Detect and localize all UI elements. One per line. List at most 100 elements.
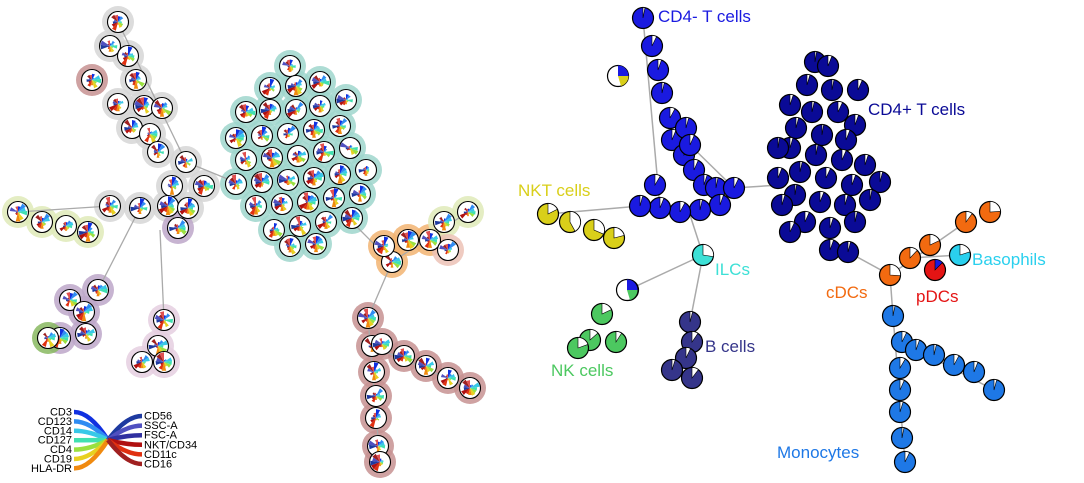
population-label-basophils: Basophils	[972, 250, 1046, 269]
legend-marker-label: FSC-A	[144, 430, 178, 442]
star-node-teal	[314, 210, 338, 234]
star-node-teal	[250, 124, 274, 148]
cluster-node-cd4pos	[808, 190, 832, 214]
cluster-node-cd4neg	[628, 194, 652, 218]
cluster-node-nk	[566, 336, 590, 360]
cluster-node-nkt	[582, 218, 606, 242]
star-node-rose	[436, 366, 460, 390]
star-node-teal	[258, 98, 282, 122]
star-node-lime	[6, 200, 30, 224]
star-node-purple	[58, 288, 82, 312]
cluster-node-monocytes	[888, 356, 912, 380]
star-node-teal	[224, 126, 248, 150]
cluster-node-cdc	[978, 200, 1002, 224]
star-node-teal	[348, 182, 372, 206]
star-node-grey	[174, 150, 198, 174]
population-label-nkt: NKT cells	[518, 181, 590, 200]
cluster-node-cd4neg	[658, 106, 682, 130]
star-node-lime	[76, 220, 100, 244]
cluster-node-monocytes	[893, 450, 917, 474]
star-node-rose	[364, 384, 388, 408]
cluster-node-nkt	[602, 226, 626, 250]
cluster-node-cd4neg	[648, 196, 672, 220]
star-node-teal	[276, 122, 300, 146]
cluster-node-mixed	[606, 64, 630, 88]
star-node-rose	[362, 360, 386, 384]
cluster-node-cd4pos	[778, 220, 802, 244]
star-node-purple	[166, 216, 190, 240]
cluster-node-bcells	[680, 366, 704, 390]
star-node-rose	[370, 332, 394, 356]
cluster-node-cd4pos	[766, 166, 790, 190]
cluster-node-cd4pos	[826, 100, 850, 124]
cluster-node-cd4pos	[858, 188, 882, 212]
cluster-node-cd4pos	[830, 148, 854, 172]
star-node-teal	[338, 136, 362, 160]
star-node-teal	[296, 190, 320, 214]
cluster-node-cdc	[918, 233, 942, 257]
star-node-orange	[372, 234, 396, 258]
cluster-node-cd4neg	[631, 6, 655, 30]
cluster-node-cd4pos	[788, 160, 812, 184]
cluster-node-cd4neg	[650, 81, 674, 105]
star-node-teal	[250, 170, 274, 194]
star-node-grey	[160, 174, 184, 198]
star-node-lime2	[432, 210, 456, 234]
cluster-node-cd4pos	[770, 193, 794, 217]
star-node-grey	[192, 174, 216, 198]
cluster-node-basophils	[948, 243, 972, 267]
cluster-node-bcells	[680, 330, 704, 354]
population-label-cdc: cDCs	[826, 283, 868, 302]
left-star-tree-panel: CD3CD123CD14CD127CD4CD19HLA-DRCD56SSC-AF…	[2, 6, 486, 478]
marker-legend: CD3CD123CD14CD127CD4CD19HLA-DRCD56SSC-AF…	[31, 407, 197, 475]
cluster-node-cd4pos	[784, 116, 808, 140]
star-node-teal	[302, 118, 326, 142]
legend-wedge	[106, 438, 143, 467]
star-node-rose	[414, 354, 438, 378]
cluster-node-cd4pos	[800, 100, 824, 124]
star-node-teal	[270, 192, 294, 216]
star-node-teal	[276, 168, 300, 192]
cluster-node-nk	[590, 302, 614, 326]
cluster-node-cd4pos	[846, 78, 870, 102]
population-label-ilc: ILCs	[715, 260, 750, 279]
population-label-bcells: B cells	[705, 337, 755, 356]
cluster-node-monocytes	[888, 378, 912, 402]
star-node-teal	[278, 54, 302, 78]
star-node-teal	[234, 100, 258, 124]
legend-marker-label: CD14	[44, 425, 72, 437]
star-node-lime	[30, 210, 54, 234]
population-label-cd4pos: CD4+ T cells	[868, 100, 965, 119]
star-node-green	[36, 326, 60, 350]
star-node-rose	[458, 376, 482, 400]
cluster-node-ilc	[691, 243, 715, 267]
legend-marker-label: CD123	[38, 416, 72, 428]
cluster-node-cd4pos	[836, 240, 860, 264]
cluster-node-bcells	[660, 358, 684, 382]
star-node-grey	[176, 196, 200, 220]
cluster-node-cd4pos	[795, 73, 819, 97]
tree-edge	[159, 229, 165, 321]
star-node-grey	[106, 92, 130, 116]
star-node-teal	[308, 70, 332, 94]
cluster-node-cd4pos	[804, 143, 828, 167]
legend-marker-label: SSC-A	[144, 420, 178, 432]
cluster-node-cd4neg	[668, 200, 692, 224]
cluster-node-cd4neg	[708, 193, 732, 217]
cluster-node-cd4pos	[820, 78, 844, 102]
cluster-node-cd4pos	[778, 93, 802, 117]
cluster-node-pdc	[923, 258, 947, 282]
tree-edge	[17, 205, 111, 213]
cluster-node-cd4pos	[834, 128, 858, 152]
tree-edge	[97, 207, 141, 291]
cluster-node-cd4pos	[814, 166, 838, 190]
star-node-grey	[150, 96, 174, 120]
cluster-node-cdc	[898, 246, 922, 270]
legend-marker-label: CD11c	[144, 449, 177, 461]
cluster-node-nkt	[536, 202, 560, 226]
star-node-teal	[308, 94, 332, 118]
cluster-node-monocytes	[890, 426, 914, 450]
star-node-teal	[262, 218, 286, 242]
population-label-nk: NK cells	[551, 361, 613, 380]
cluster-node-cd4neg	[688, 198, 712, 222]
